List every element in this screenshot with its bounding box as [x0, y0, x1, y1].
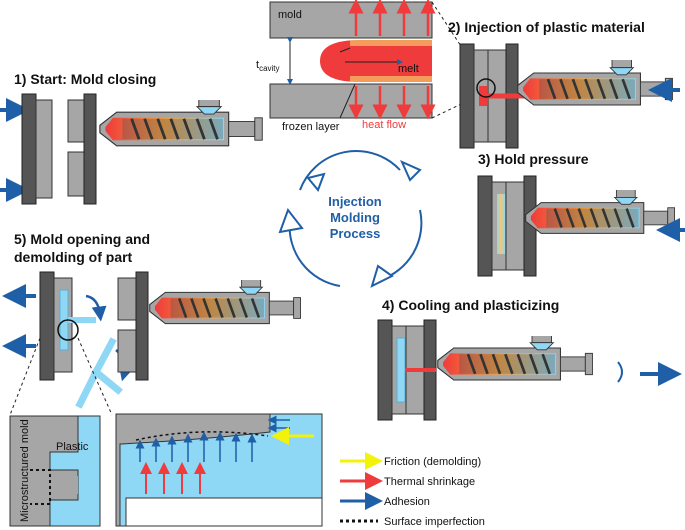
micro-detail-right: [115, 413, 323, 527]
step-1-title: 1) Start: Mold closing: [14, 71, 156, 87]
micro-detail-left: [9, 415, 101, 527]
microstructured-mold-label: Microstructured mold: [19, 419, 31, 522]
frozen-layer-label: frozen layer: [282, 121, 340, 133]
step-1-machine: [0, 93, 264, 205]
legend: Friction (demolding) Thermal shrinkage A…: [340, 452, 485, 528]
step-5-title-line-2: demolding of part: [14, 249, 133, 265]
legend-label-surface: Surface imperfection: [384, 516, 485, 528]
cycle-line-2: Molding: [330, 210, 380, 225]
process-cycle: [278, 150, 423, 288]
step-4-title: 4) Cooling and plasticizing: [382, 297, 559, 313]
legend-label-thermal: Thermal shrinkage: [384, 476, 475, 488]
step-5-title-line-1: 5) Mold opening and: [14, 231, 150, 247]
legend-label-adhesion: Adhesion: [384, 496, 430, 508]
cycle-line-3: Process: [330, 226, 381, 241]
melt-label: melt: [398, 63, 419, 75]
cycle-line-1: Injection: [328, 194, 382, 209]
heat-flow-label: heat flow: [362, 119, 406, 131]
cavity-detail: [269, 0, 479, 120]
step-4-machine: [377, 319, 682, 421]
mold-label: mold: [278, 9, 302, 21]
plastic-label: Plastic: [56, 441, 89, 453]
step-5-machine: [2, 271, 302, 416]
legend-label-friction: Friction (demolding): [384, 456, 481, 468]
step-3-machine: [477, 175, 685, 277]
step-3-title: 3) Hold pressure: [478, 151, 589, 167]
step-2-machine: [459, 43, 680, 149]
step-2-title: 2) Injection of plastic material: [448, 19, 645, 35]
t-cavity-label: tcavity: [256, 59, 280, 73]
